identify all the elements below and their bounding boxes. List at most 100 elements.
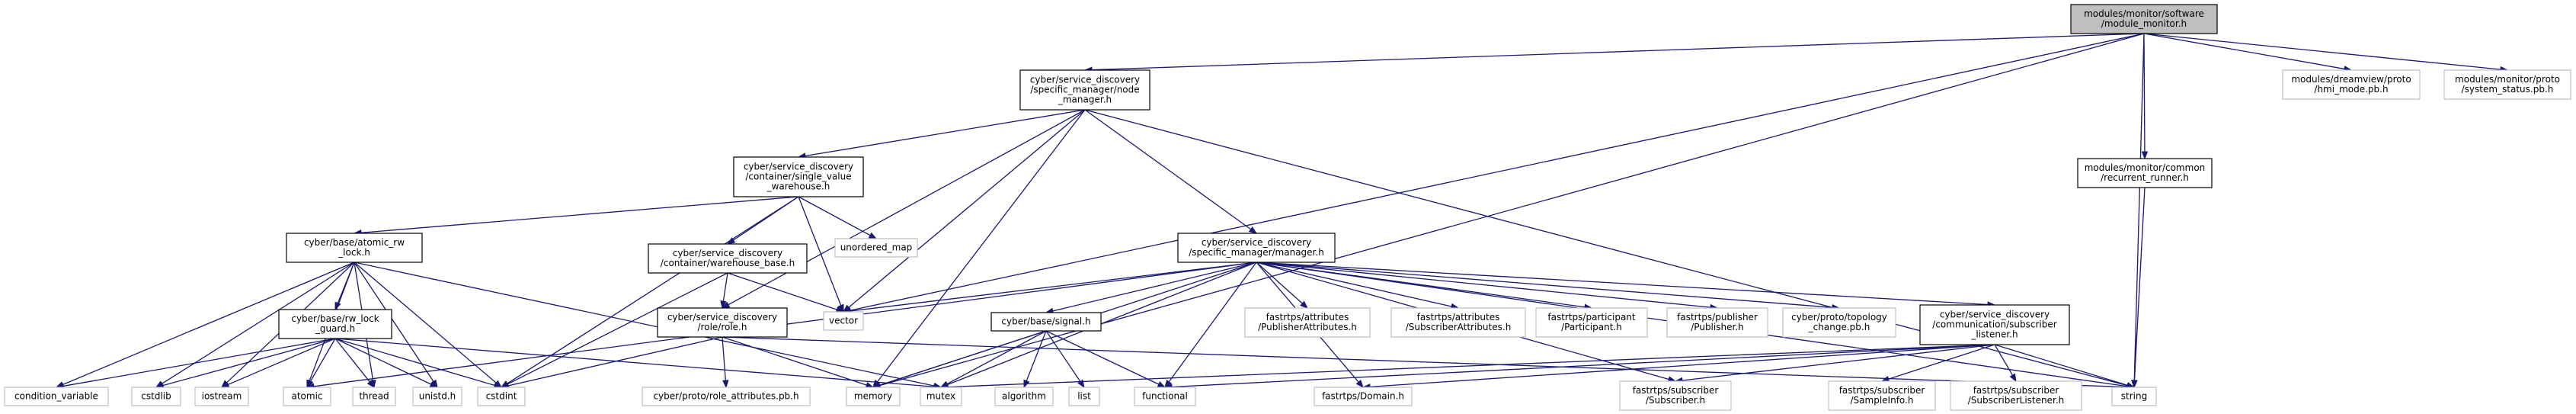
node-box [1019, 69, 1150, 111]
node-hmi_mode: modules/dreamview/proto/hmi_mode.pb.h [2282, 69, 2421, 100]
edge-line [946, 330, 1047, 385]
arrowhead [1300, 300, 1309, 309]
node-label: /specific_manager/node [1030, 85, 1139, 95]
node-node_manager[interactable]: cyber/service_discovery/specific_manager… [1019, 69, 1150, 111]
node-box [1244, 307, 1371, 338]
edge-line [334, 338, 432, 385]
node-box [2070, 4, 2218, 34]
arrowhead [1248, 226, 1258, 234]
edge-line [334, 338, 935, 387]
node-atomic_rw_lock[interactable]: cyber/base/atomic_rw_lock.h [286, 233, 423, 263]
node-unordered_map: unordered_map [834, 238, 918, 258]
edge-line [2143, 33, 2146, 152]
edge-line [1256, 262, 1303, 304]
node-box [657, 307, 788, 338]
edge-line [354, 262, 935, 387]
node-role_attributes: cyber/proto/role_attributes.pb.h [642, 387, 811, 406]
node-subscriber_listener[interactable]: cyber/service_discovery/communication/su… [1919, 304, 2070, 345]
node-label: _listener.h [1970, 329, 2018, 340]
node-box [412, 387, 462, 406]
edge-line [1994, 344, 2128, 386]
node-signal[interactable]: cyber/base/signal.h [990, 312, 1102, 332]
node-unistd: unistd.h [412, 387, 462, 406]
node-label: _change.pb.h [1808, 322, 1870, 332]
node-box [1950, 380, 2082, 411]
node-label: memory [854, 391, 892, 402]
node-box [1068, 387, 1100, 406]
node-box [733, 156, 864, 197]
edge-line [1256, 262, 1711, 308]
edge-line [805, 109, 1086, 157]
node-box [4, 387, 109, 406]
node-label: /SampleInfo.h [1851, 395, 1914, 406]
node-rw_lock_guard[interactable]: cyber/base/rw_lock_guard.h [278, 309, 392, 339]
edge-rw_lock_guard-to-atomic [306, 338, 336, 389]
node-vector: vector [823, 311, 864, 331]
edge-role-to-role_attributes [722, 336, 729, 389]
node-label: cyber/base/signal.h [1001, 316, 1090, 327]
edge-line [334, 338, 370, 383]
node-label: fastrtps/participant [1547, 312, 1636, 323]
edge-line [1888, 344, 1995, 380]
edge-line [2143, 33, 2345, 70]
edge-line [354, 262, 497, 384]
node-recurrent_runner[interactable]: modules/monitor/common/recurrent_runner.… [2077, 158, 2213, 188]
node-label: fastrtps/subscriber [1973, 385, 2059, 396]
node-role[interactable]: cyber/service_discovery/role/role.h [657, 307, 788, 338]
node-label: fastrtps/subscriber [1839, 385, 1925, 396]
node-manager[interactable]: cyber/service_discovery/specific_manager… [1177, 233, 1336, 263]
arrowhead [2009, 373, 2017, 383]
edge-line [947, 262, 1257, 386]
node-participant: fastrtps/participant/Participant.h [1535, 307, 1648, 338]
edge-line [879, 330, 1047, 386]
node-label: string [2121, 391, 2147, 402]
node-publisher: fastrtps/publisher/Publisher.h [1666, 307, 1768, 338]
node-list: list [1068, 387, 1100, 406]
node-label: condition_variable [14, 391, 98, 402]
node-label: /communication/subscriber [1932, 319, 2056, 330]
edge-manager-to-functional [1164, 262, 1257, 389]
node-label: atomic [291, 391, 322, 402]
node-box [2111, 387, 2157, 406]
node-box [352, 387, 396, 406]
node-box [823, 311, 864, 331]
node-label: /Subscriber.h [1646, 395, 1705, 406]
node-box [286, 233, 423, 263]
edge-line [947, 344, 1995, 388]
node-label: thread [359, 391, 389, 402]
node-single_value_warehouse[interactable]: cyber/service_discovery/container/single… [733, 156, 864, 197]
node-label: iostream [202, 391, 242, 402]
edge-rw_lock_guard-to-thread [334, 338, 375, 389]
node-label: _warehouse.h [766, 181, 830, 192]
node-subscriber_attributes: fastrtps/attributes/SubscriberAttributes… [1390, 307, 1526, 338]
node-box [1619, 380, 1732, 411]
arrowhead [722, 380, 729, 389]
edge-line [850, 33, 2145, 311]
node-warehouse_base[interactable]: cyber/service_discovery/container/wareho… [648, 243, 808, 274]
node-box [1177, 233, 1336, 263]
edge-line [2133, 187, 2146, 381]
edge-line [722, 336, 2128, 388]
node-label: fastrtps/Domain.h [1322, 391, 1404, 402]
edge-line [62, 338, 336, 387]
edge-recurrent_runner-to-string [2131, 187, 2146, 389]
edge-line [1045, 330, 1081, 382]
arrowhead [721, 301, 731, 309]
node-label: /Publisher.h [1691, 322, 1743, 332]
node-label: /Participant.h [1561, 322, 1622, 332]
node-box [1314, 387, 1413, 406]
node-box [1782, 307, 1896, 338]
nodes-layer: modules/monitor/software/module_monitor.… [4, 4, 2571, 411]
edge-line [360, 196, 799, 233]
arrowhead [2141, 151, 2149, 160]
node-label: _manager.h [1058, 95, 1112, 105]
node-label: /SubscriberListener.h [1968, 395, 2065, 406]
edge-line [1171, 344, 1995, 388]
node-box [278, 309, 392, 339]
arrowhead [1355, 380, 1364, 389]
node-thread: thread [352, 387, 396, 406]
edge-rw_lock_guard-to-iostream [220, 338, 336, 388]
node-topology_change: cyber/proto/topology_change.pb.h [1782, 307, 1896, 338]
node-condition_variable: condition_variable [4, 387, 109, 406]
